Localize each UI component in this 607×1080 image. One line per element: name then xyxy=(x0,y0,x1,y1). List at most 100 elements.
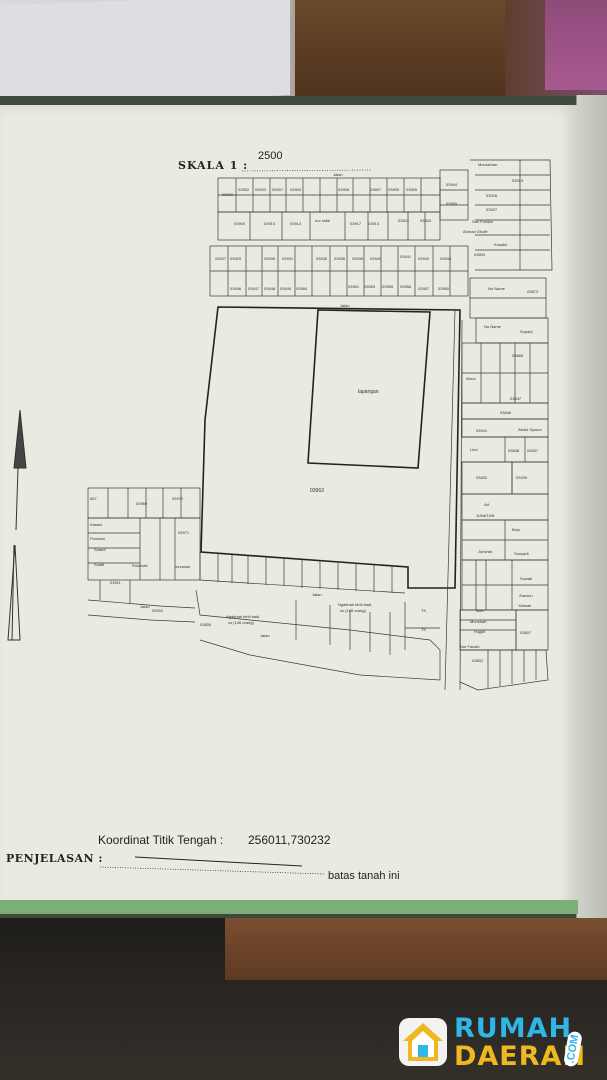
svg-text:03805: 03805 xyxy=(200,622,212,627)
svg-text:JUNATUN: JUNATUN xyxy=(476,513,494,518)
svg-text:867: 867 xyxy=(90,496,97,501)
book-binding-green xyxy=(0,900,578,914)
svg-text:03837: 03837 xyxy=(527,448,539,453)
scale-value: 2500 xyxy=(258,150,283,162)
svg-text:03873: 03873 xyxy=(527,289,539,294)
svg-text:03802: 03802 xyxy=(472,658,484,663)
svg-text:No Name: No Name xyxy=(488,286,506,291)
svg-text:03807: 03807 xyxy=(520,630,532,635)
svg-text:03969: 03969 xyxy=(136,501,148,506)
table-edge xyxy=(225,918,607,980)
svg-text:03904: 03904 xyxy=(446,182,458,187)
svg-text:03905: 03905 xyxy=(406,187,418,192)
svg-text:03939: 03939 xyxy=(352,256,364,261)
svg-text:03902: 03902 xyxy=(152,608,164,613)
svg-text:Jalan: Jalan xyxy=(260,633,270,638)
svg-text:03832: 03832 xyxy=(476,475,488,480)
svg-text:03957: 03957 xyxy=(418,286,430,291)
svg-text:03960: 03960 xyxy=(438,286,450,291)
svg-text:Arf: Arf xyxy=(484,502,490,507)
map-page xyxy=(0,105,578,910)
svg-text:Suparji: Suparji xyxy=(520,329,533,334)
svg-text:No Name: No Name xyxy=(484,324,502,329)
svg-text:Munsirah: Munsirah xyxy=(470,619,486,624)
svg-text:Rusmiati: Rusmiati xyxy=(132,563,148,568)
svg-text:03950: 03950 xyxy=(296,286,308,291)
svg-text:03936: 03936 xyxy=(334,256,346,261)
svg-text:03897: 03897 xyxy=(370,187,382,192)
land-map: lapangan 03963 Jalan Jalan Jalan Jalan J… xyxy=(7,159,553,875)
svg-text:Mari: Mari xyxy=(476,608,484,613)
svg-text:03921: 03921 xyxy=(398,218,410,223)
svg-text:03907: 03907 xyxy=(272,187,284,192)
svg-text:Jalan: Jalan xyxy=(340,303,350,308)
svg-text:Zaenun: Zaenun xyxy=(519,593,533,598)
svg-text:03868: 03868 xyxy=(512,353,524,358)
svg-text:Ngatinah binti badi,: Ngatinah binti badi, xyxy=(226,614,260,619)
coordinate-label: Koordinat Titik Tengah : xyxy=(98,833,224,847)
svg-text:03947: 03947 xyxy=(248,286,260,291)
svg-text:Sutarti: Sutarti xyxy=(94,547,106,552)
svg-text:03900: 03900 xyxy=(234,221,246,226)
svg-text:03929: 03929 xyxy=(230,256,242,261)
svg-text:Sulati: Sulati xyxy=(94,562,104,567)
svg-text:03926: 03926 xyxy=(486,193,498,198)
svg-text:03902: 03902 xyxy=(238,187,250,192)
background-wood xyxy=(295,0,505,98)
background-pink-object xyxy=(545,0,607,90)
svg-text:Abdul Syukur: Abdul Syukur xyxy=(518,427,542,432)
svg-text:03941: 03941 xyxy=(400,254,412,259)
svg-text:03941: 03941 xyxy=(476,428,488,433)
explanation-label: PENJELASAN : xyxy=(6,852,103,865)
svg-text:TK: TK xyxy=(421,608,426,613)
svg-text:Lind: Lind xyxy=(470,447,478,452)
svg-text:03919: 03919 xyxy=(512,178,524,183)
svg-text:nur sidik: nur sidik xyxy=(315,218,330,223)
svg-text:Bejo: Bejo xyxy=(512,527,521,532)
north-arrow-icon xyxy=(7,409,27,641)
svg-text:Suwati: Suwati xyxy=(520,576,532,581)
background-paper-sheet xyxy=(0,0,290,106)
svg-text:03913: 03913 xyxy=(368,221,380,226)
svg-text:03930: 03930 xyxy=(264,256,276,261)
svg-text:Jalan: Jalan xyxy=(312,592,322,597)
svg-text:03903: 03903 xyxy=(255,187,267,192)
watermark-logo: RUMAH DAERAH .COM xyxy=(398,1013,593,1072)
svg-text:Munsichan: Munsichan xyxy=(478,162,497,167)
coordinate-value: 256011,730232 xyxy=(248,833,331,847)
svg-text:03911: 03911 xyxy=(110,580,122,585)
svg-text:03299: 03299 xyxy=(516,475,528,480)
svg-text:03935: 03935 xyxy=(316,256,328,261)
svg-text:03942: 03942 xyxy=(418,256,430,261)
svg-text:Kasturi: Kasturi xyxy=(90,522,103,527)
svg-text:03924: 03924 xyxy=(420,218,432,223)
svg-text:03955: 03955 xyxy=(382,284,394,289)
watermark-daerah: DAERAH xyxy=(454,1041,587,1072)
svg-text:03940: 03940 xyxy=(370,256,382,261)
svg-text:03893: 03893 xyxy=(474,252,486,257)
svg-text:03956: 03956 xyxy=(400,284,412,289)
svg-text:03904: 03904 xyxy=(290,187,302,192)
svg-text:Pumaun: Pumaun xyxy=(90,536,105,541)
svg-text:03948: 03948 xyxy=(264,286,276,291)
svg-text:Jumirah: Jumirah xyxy=(478,549,492,554)
svg-text:03931: 03931 xyxy=(282,256,294,261)
svg-text:03946: 03946 xyxy=(230,286,242,291)
svg-text:03846: 03846 xyxy=(500,410,512,415)
svg-text:Jalan: Jalan xyxy=(333,172,343,177)
svg-text:03905: 03905 xyxy=(446,201,458,206)
svg-text:03914: 03914 xyxy=(290,221,302,226)
svg-text:TK: TK xyxy=(421,627,426,632)
svg-text:03949: 03949 xyxy=(280,286,292,291)
svg-text:03917: 03917 xyxy=(350,221,362,226)
house-icon xyxy=(399,1018,447,1066)
watermark-rumah: RUMAH xyxy=(454,1013,573,1044)
svg-text:03847: 03847 xyxy=(510,396,522,401)
svg-text:Yatinah: Yatinah xyxy=(518,603,531,608)
svg-text:cs (148 orang): cs (148 orang) xyxy=(340,608,366,613)
svg-text:03900: 03900 xyxy=(222,192,234,197)
svg-text:Sari Furidar: Sari Furidar xyxy=(472,219,494,224)
svg-text:03953: 03953 xyxy=(364,284,376,289)
svg-text:Sunyadi: Sunyadi xyxy=(514,551,529,556)
svg-text:03927: 03927 xyxy=(486,207,498,212)
